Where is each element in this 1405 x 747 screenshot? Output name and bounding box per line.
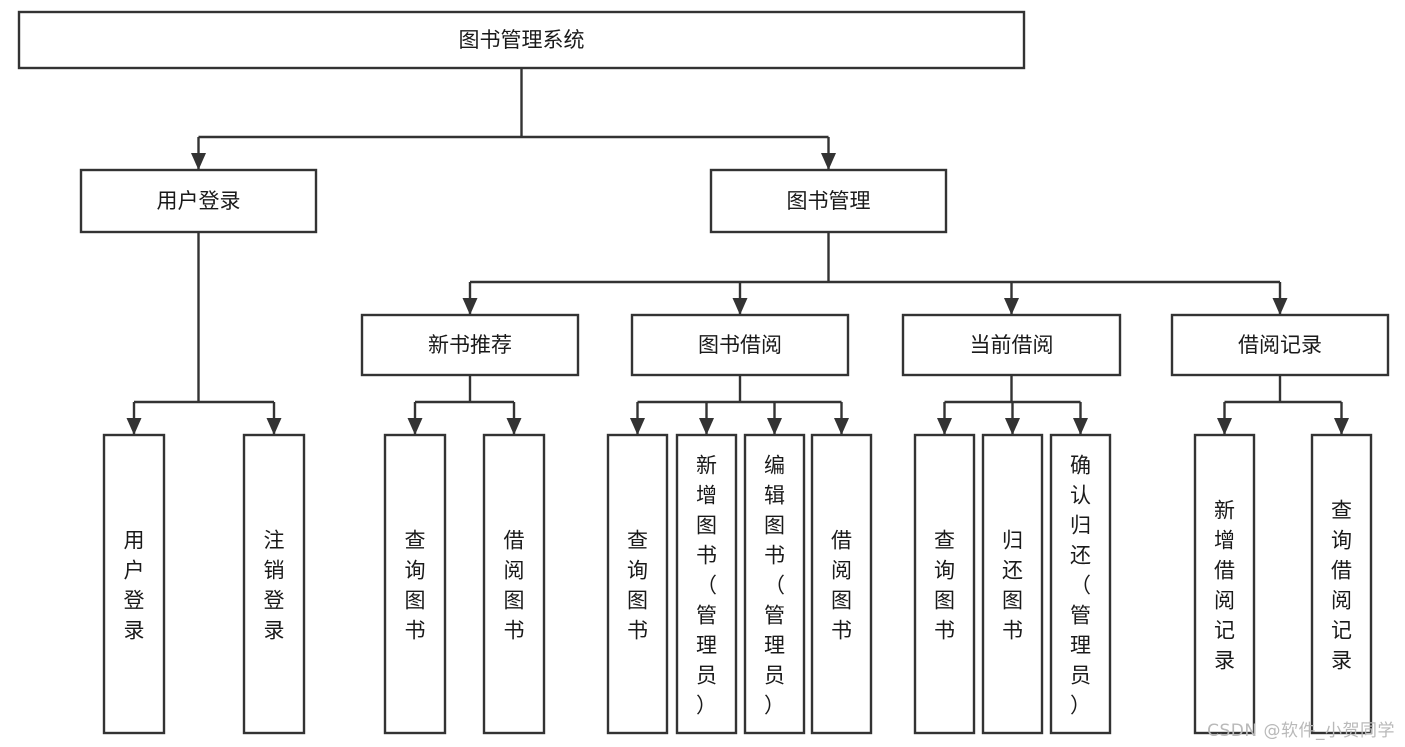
arrow-head-icon <box>767 418 782 435</box>
node-label: 归还图书 <box>1002 528 1023 642</box>
node-box <box>743 433 806 735</box>
node-label: 查询图书 <box>934 528 955 642</box>
node-box <box>606 433 669 735</box>
node-box <box>981 433 1044 735</box>
node-leaf-borrow-book-2[interactable]: 借阅图书 <box>810 433 873 735</box>
arrow-head-icon <box>937 418 952 435</box>
arrow-head-icon <box>732 298 748 315</box>
node-book-manage[interactable]: 图书管理 <box>709 168 948 234</box>
node-label: 借阅图书 <box>504 528 525 642</box>
node-label: 查询图书 <box>405 528 426 642</box>
node-label: 当前借阅 <box>970 333 1054 357</box>
node-label: 图书借阅 <box>698 333 782 357</box>
node-leaf-logout[interactable]: 注销登录 <box>242 433 306 735</box>
node-box <box>901 313 1122 377</box>
arrow-head-icon <box>1005 418 1020 435</box>
node-leaf-add-record[interactable]: 新增借阅记录 <box>1193 433 1256 735</box>
node-box <box>1193 433 1256 735</box>
node-box <box>1310 433 1373 735</box>
arrow-head-icon <box>407 418 423 435</box>
node-box <box>242 433 306 735</box>
node-label: 注销登录 <box>264 528 285 642</box>
node-borrow-record[interactable]: 借阅记录 <box>1170 313 1390 377</box>
node-box <box>102 433 166 735</box>
node-label: 查询借阅记录 <box>1331 498 1352 672</box>
arrow-head-icon <box>834 418 849 435</box>
node-box <box>810 433 873 735</box>
node-label: 图书管理系统 <box>459 28 585 52</box>
arrow-head-icon <box>699 418 714 435</box>
node-root[interactable]: 图书管理系统 <box>17 10 1026 70</box>
arrow-head-icon <box>1073 418 1088 435</box>
node-label: 编辑图书（管理员） <box>764 453 785 717</box>
arrow-head-icon <box>266 418 282 435</box>
node-label: 用户登录 <box>124 528 145 642</box>
node-label: 借阅图书 <box>831 528 852 642</box>
node-book-borrow[interactable]: 图书借阅 <box>630 313 850 377</box>
arrow-head-icon <box>630 418 645 435</box>
node-box <box>482 433 546 735</box>
arrow-head-icon <box>1334 418 1349 435</box>
node-new-book-recommend[interactable]: 新书推荐 <box>360 313 580 377</box>
arrow-head-icon <box>1004 298 1019 315</box>
arrow-head-icon <box>821 153 836 170</box>
node-label: 查询图书 <box>627 528 648 642</box>
node-box <box>709 168 948 234</box>
node-user-login[interactable]: 用户登录 <box>79 168 318 234</box>
node-leaf-return-book[interactable]: 归还图书 <box>981 433 1044 735</box>
arrow-head-icon <box>126 418 142 435</box>
node-leaf-query-book-1[interactable]: 查询图书 <box>383 433 447 735</box>
arrow-head-icon <box>1272 298 1288 315</box>
node-label: 新增图书（管理员） <box>696 453 717 717</box>
node-leaf-borrow-book-1[interactable]: 借阅图书 <box>482 433 546 735</box>
node-leaf-query-book-2[interactable]: 查询图书 <box>606 433 669 735</box>
node-label: 新增借阅记录 <box>1214 498 1235 672</box>
node-leaf-user-login[interactable]: 用户登录 <box>102 433 166 735</box>
node-box <box>383 433 447 735</box>
node-box <box>675 433 738 735</box>
node-current-borrow[interactable]: 当前借阅 <box>901 313 1122 377</box>
edges-layer <box>126 68 1349 435</box>
node-leaf-edit-book[interactable]: 编辑图书（管理员） <box>743 433 806 735</box>
node-box <box>913 433 976 735</box>
node-box <box>360 313 580 377</box>
node-box <box>1049 433 1112 735</box>
arrow-head-icon <box>462 298 478 315</box>
node-box <box>17 10 1026 70</box>
node-box <box>630 313 850 377</box>
node-label: 确认归还（管理员） <box>1070 453 1091 717</box>
node-label: 新书推荐 <box>428 333 512 357</box>
node-leaf-query-record[interactable]: 查询借阅记录 <box>1310 433 1373 735</box>
node-label: 图书管理 <box>787 189 871 213</box>
node-leaf-confirm-return[interactable]: 确认归还（管理员） <box>1049 433 1112 735</box>
node-leaf-query-book-3[interactable]: 查询图书 <box>913 433 976 735</box>
node-label: 用户登录 <box>157 189 241 213</box>
arrow-head-icon <box>1217 418 1232 435</box>
nodes-layer: 图书管理系统用户登录图书管理新书推荐图书借阅当前借阅借阅记录用户登录注销登录查询… <box>17 10 1390 735</box>
node-box <box>1170 313 1390 377</box>
arrow-head-icon <box>191 153 206 170</box>
arrow-head-icon <box>506 418 522 435</box>
node-box <box>79 168 318 234</box>
node-label: 借阅记录 <box>1238 333 1322 357</box>
node-leaf-add-book[interactable]: 新增图书（管理员） <box>675 433 738 735</box>
